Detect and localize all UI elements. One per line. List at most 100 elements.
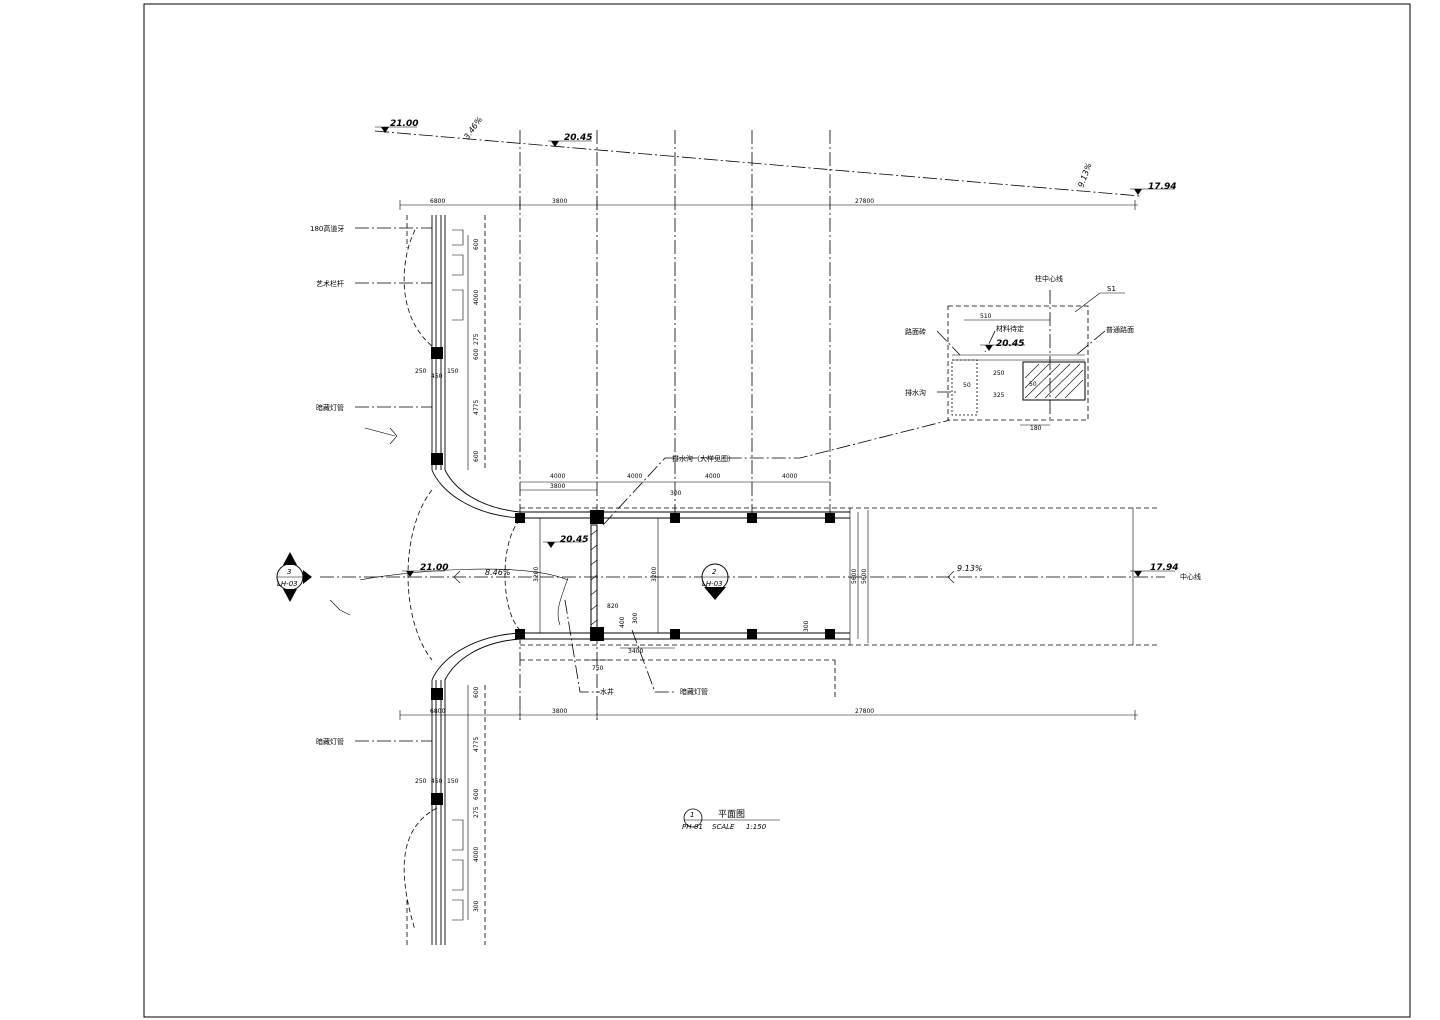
title-name: 平面图 [718,809,745,820]
dim-bay-d: 4000 [782,473,797,480]
dim-small-b: 400 [619,616,626,628]
dim-top-b: 3800 [552,198,567,205]
dim-left-6: 600 [473,450,480,462]
dim-width-b: 3200 [651,567,658,582]
callout-water-well: 水井 [600,687,614,696]
callout-art-railing: 艺术栏杆 [316,279,344,288]
slope-top-b: 9.13% [1076,162,1093,189]
level-top-right: 17.94 [1148,182,1176,192]
column-corridor-4 [747,513,757,523]
dim-small-c: 300 [632,612,639,624]
dim-left-2: 4000 [473,290,480,305]
title-number: 1 [690,811,694,819]
column-left-3 [431,688,443,700]
dim-bay-a-sub: 3800 [550,483,565,490]
slope-top-a: 3.46% [462,115,484,141]
dim-left-3: 275 [473,333,480,345]
section-mark-left: 3 LH-03 [276,552,312,602]
dim-bay-c: 4000 [705,473,720,480]
det-dim-b: 250 [993,370,1005,377]
title-block: 1 PH-01 平面图 SCALE 1:150 [682,808,780,831]
level-top-mid: 20.45 [564,133,592,143]
section-left-number: 3 [287,568,291,576]
detail-centerline-label: 柱中心线 [1035,274,1063,283]
main-corridor [320,507,1165,700]
detail-material-label: 材料待定 [996,324,1024,333]
dim-post-d: 250 [415,778,427,785]
detail-curb-label: 路面砖 [905,327,926,336]
callouts: 180高道牙 艺术栏杆 暗藏灯管 暗藏灯管 排水沟（大样见图） 水井 暗藏灯管 [310,224,951,746]
column-corridor-1 [515,513,525,523]
level-left: 21.00 [420,563,448,573]
bay-dimensions: 4000 3800 4000 4000 4000 300 3200 3200 5… [520,473,868,672]
dim-small-f: 300 [803,620,810,632]
dim-gap: 300 [670,490,682,497]
dim-width-d: 5600 [861,569,868,584]
section-mid-ref: LH-03 [702,580,723,588]
detail-paving-label: 普通路面 [1106,325,1134,334]
column-corridor-9 [747,629,757,639]
section-mark-mid: 2 LH-03 [701,563,729,600]
dim-width-c: 5600 [851,569,858,584]
dim-bot-c: 27800 [855,708,874,715]
column-corridor-5 [825,513,835,523]
label-centerline: 中心线 [1180,572,1201,581]
callout-drain: 排水沟（大样见图） [672,454,735,463]
title-scale-label: SCALE [712,823,735,831]
column-left-1 [431,347,443,359]
det-dim-d: 50 [963,382,971,389]
det-dim-a: 510 [980,313,992,320]
dim-small-d: 3400 [628,648,643,655]
corridor-levels: 20.45 21.00 8.46% 9.13% 17.94 中心线 [329,427,1201,616]
top-dimension-string: 6800 3800 27800 [399,198,1138,210]
det-dim-f: 180 [1030,425,1042,432]
slope-main-left: 8.46% [485,568,510,577]
dim-post-a: 250 [415,368,427,375]
dim-post-b: 450 [431,373,443,380]
dim-small-a: 820 [607,603,619,610]
detail-drain: 柱中心线 S1 20.45 510 250 325 50 50 180 路面砖 … [905,274,1134,432]
dim-lower-2: 4775 [473,737,480,752]
drawing-frame [143,3,1411,1018]
level-gate: 20.45 [560,535,588,545]
callout-light-pipe-b: 暗藏灯管 [316,737,344,746]
title-scale-value: 1:150 [746,823,767,831]
dim-bot-b: 3800 [552,708,567,715]
dim-bay-a: 4000 [550,473,565,480]
left-walkway-lower: 600 4775 600 275 4000 300 250 450 150 [403,680,486,945]
callout-light-pipe-a: 暗藏灯管 [316,403,344,412]
column-corridor-10 [825,629,835,639]
column-corridor-8 [670,629,680,639]
det-dim-c: 325 [993,392,1005,399]
column-corridor-2 [590,510,604,524]
det-dim-e: 50 [1029,381,1037,388]
dim-post-c: 150 [447,368,459,375]
detail-drain-label: 排水沟 [905,388,926,397]
junction-curves [359,469,569,681]
dim-lower-4: 275 [473,806,480,818]
section-left-ref: LH-03 [277,580,298,588]
level-detail: 20.45 [996,339,1024,349]
dim-lower-3: 600 [473,788,480,800]
column-left-2 [431,453,443,465]
bottom-dimension-string: 6800 3800 27800 [399,708,1138,720]
dim-post-e: 450 [431,778,443,785]
column-corridor-7 [590,627,604,641]
column-left-4 [431,793,443,805]
title-sheet: PH-01 [682,823,703,831]
column-corridor-6 [515,629,525,639]
top-profile: 21.00 3.46% 20.45 9.13% 17.94 [374,115,1176,197]
dim-bot-a: 6800 [430,708,445,715]
dim-post-f: 150 [447,778,459,785]
dim-lower-5: 4000 [473,847,480,862]
detail-tag: S1 [1107,285,1116,293]
dim-lower-1: 600 [473,686,480,698]
level-right: 17.94 [1150,563,1178,573]
slope-main-right: 9.13% [957,564,982,573]
dim-top-a: 6800 [430,198,445,205]
column-corridor-3 [670,513,680,523]
callout-railing-top: 180高道牙 [310,224,344,233]
callout-light-pipe-c: 暗藏灯管 [680,687,708,696]
section-mid-number: 2 [712,568,717,576]
